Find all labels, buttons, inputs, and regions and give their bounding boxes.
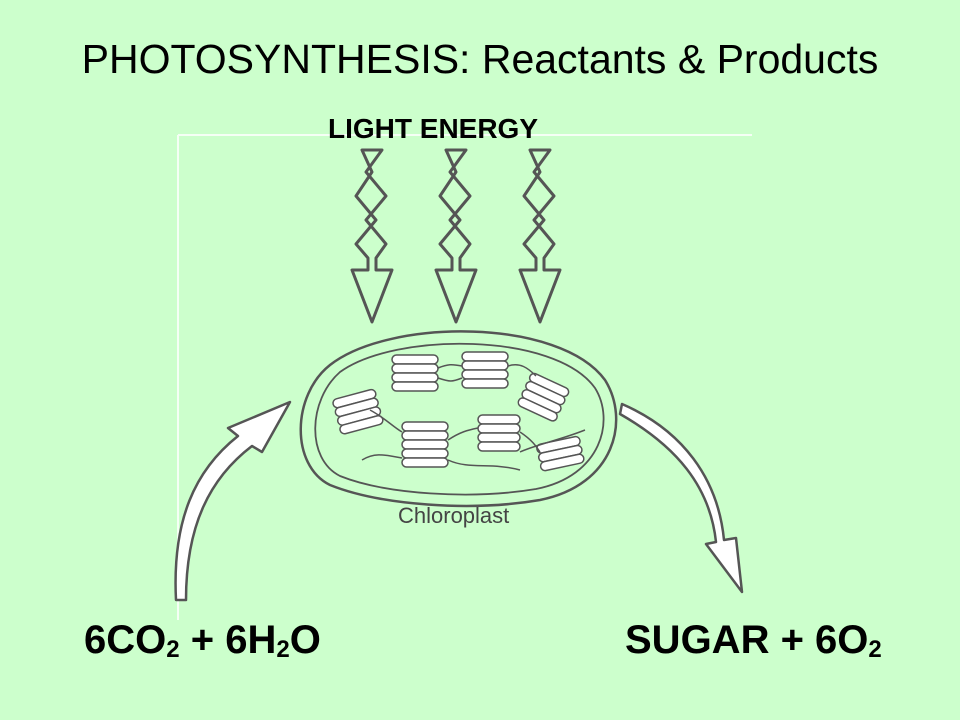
granum-7: [536, 435, 585, 472]
light-arrow-1: [350, 148, 394, 324]
granum-5: [401, 421, 449, 468]
granum-4: [332, 388, 384, 435]
reactants-equation: 6CO2 + 6H2O: [84, 618, 321, 663]
granum-2: [461, 351, 509, 389]
plus-h2o-text: + 6H: [179, 618, 277, 662]
granum-3: [517, 372, 570, 422]
granum-6: [477, 414, 521, 452]
light-arrows: [350, 148, 562, 324]
products-equation: SUGAR + 6O2: [625, 618, 882, 663]
reactants-arrow: [174, 400, 292, 602]
light-arrow-3: [518, 148, 562, 324]
light-energy-label: LIGHT ENERGY: [328, 113, 539, 144]
o2-subscript: 2: [868, 636, 882, 663]
light-arrow-2: [434, 148, 478, 324]
co2-text: 6CO: [84, 618, 167, 662]
chloroplast-inner-membrane: [314, 342, 605, 496]
stroma-lamellae: [361, 363, 586, 471]
products-arrow: [618, 402, 744, 594]
slide-title: PHOTOSYNTHESIS: Reactants & Products: [81, 36, 879, 82]
granum-1: [391, 354, 439, 392]
sugar-o2-text: SUGAR + 6O: [625, 618, 869, 662]
h2o-subscript: 2: [276, 636, 290, 663]
chloroplast-outer-membrane: [299, 330, 618, 508]
chloroplast: [299, 330, 618, 508]
grana: [332, 351, 585, 472]
chloroplast-label: Chloroplast: [398, 503, 510, 528]
co2-subscript: 2: [166, 636, 180, 663]
h2o-tail-text: O: [289, 618, 321, 662]
